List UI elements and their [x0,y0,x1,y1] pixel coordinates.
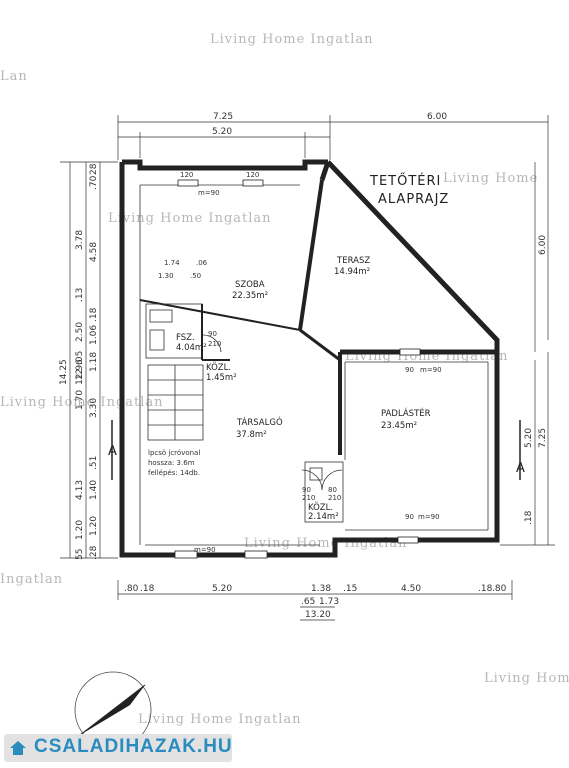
logo-text: CSALADIHAZAK.HU [34,736,233,757]
room-tarsalgo-area: 37.8m² [236,430,267,440]
room-kozl1-area: 1.45m² [206,373,237,383]
door-height-a: 210 [208,340,221,348]
room-kozl1-name: KÖZL. [206,362,231,373]
room-fsz-area: 4.04m² [176,343,207,353]
watermark-ingatlan: Ingatlan [0,572,63,587]
dim-bottom-a: .80 [124,584,139,594]
logo-house-icon [10,741,26,755]
door-height-b: 210 [302,494,315,502]
section-mark-left: A [108,444,118,459]
dim-bottom-c: 5.20 [212,584,232,594]
room-padlaster-area: 23.45m² [381,421,417,431]
top-dimensions: 7.25 6.00 5.20 [117,112,549,340]
dim-bottom-f: 4.50 [401,584,421,594]
dim-left-2: 3.78 [75,230,85,250]
dim-left-15: 1.40 [89,480,99,500]
watermark-szoba: Living Home Ingatlan [108,211,272,226]
watermark-right-bottom: Living Home [484,671,569,686]
watermark-left-partial: Lan [0,69,28,84]
room-szoba-area: 22.35m² [232,291,268,301]
room-tarsalgo-name: TÁRSALGÓ [236,416,283,428]
sill-b: 90 [405,513,414,521]
dim-left-4: .13 [75,288,85,302]
dim-bottom-j: 1.73 [319,597,339,607]
dim-left-1: .70 [89,175,99,190]
plan-title-line1: TETŐTÉRI [369,173,441,189]
room-kozl2-name: KÖZL. [308,502,333,513]
section-marks: A A [108,420,526,480]
dim-left-9: 1.18 [89,352,99,372]
dim-bottom-d: 1.38 [311,584,331,594]
window-label-padlaster-bottom: m=90 [418,513,440,521]
logo-bar [4,734,232,762]
dim-left-3: 4.58 [89,242,99,262]
dim-inner-d3: 1.30 [158,272,174,280]
dim-bottom-k: 13.20 [305,610,331,620]
dim-left-0: 28 [89,163,99,175]
room-kozl2-area: 2.14m² [308,512,339,522]
section-mark-right: A [516,461,526,476]
dim-bottom-g: .18 [478,584,493,594]
dim-bottom-b: .18 [140,584,155,594]
window-label-2: m=90 [198,189,220,197]
watermark-footer: Living Home Ingatlan [138,712,302,727]
stair-note-line1: lpcsö jcróvonal [148,449,200,457]
opening-labels: 120 m=90 120 m=90 m=90 m=90 1.74 .06 1.3… [158,171,442,554]
room-terasz-area: 14.94m² [334,267,370,277]
window-label-3: 120 [246,171,259,179]
dim-bottom-e: .15 [343,584,357,594]
plan-title-line2: ALAPRAJZ [378,192,449,207]
dim-inner-d2: .06 [196,259,208,267]
dim-left-mid: 12.96 [75,359,85,385]
dim-right-c: 7.25 [538,428,548,448]
dim-left-14: 4.13 [75,480,85,500]
room-fsz-name: FSZ. [176,333,195,343]
dim-left-5: 2.50 [75,322,85,342]
dim-left-18: .28 [89,545,99,560]
watermark-top: Living Home Ingatlan [210,32,374,47]
dim-left-6: .18 [89,307,99,322]
room-szoba-name: SZOBA [235,280,265,290]
dim-left-17: 55 [75,549,85,560]
left-dimensions: 14.25 12.96 28 .70 3.78 4.58 .13 2.50 .1… [59,161,118,560]
dim-left-7: 1.06 [89,325,99,345]
dim-left-11: 3.30 [89,398,99,418]
dim-bottom-i: .65 [301,597,315,607]
dim-right-a: 6.00 [538,235,548,255]
right-dimensions: 6.00 5.20 7.25 .18 [500,162,555,546]
sill-a: 90 [405,366,414,374]
dim-top-c: 5.20 [212,127,232,137]
window-label-1: 120 [180,171,193,179]
walls [119,159,500,559]
dim-right-b: 5.20 [524,428,534,448]
watermark-title-right: Living Home [443,171,538,186]
bottom-dimensions: .80 .18 5.20 1.38 .15 4.50 .18 .80 .65 1… [117,580,513,621]
dim-left-19: 1.20 [75,520,85,540]
dim-inner-d4: .50 [190,272,201,280]
door-width-b: 90 [302,486,311,494]
dim-top-b: 6.00 [427,112,447,122]
room-labels: SZOBA 22.35m² TERASZ 14.94m² FSZ. 4.04m²… [176,256,431,522]
dim-inner-d1: 1.74 [164,259,180,267]
door-height-c: 210 [328,494,341,502]
dim-left-8: .05 [75,351,85,365]
room-padlaster-name: PADLÁSTÉR [381,407,431,419]
window-label-bottom: m=90 [194,546,216,554]
dim-top-a: 7.25 [213,112,233,122]
stair-note-line2: hossza: 3.6m [148,459,195,467]
dim-left-16: 1.20 [89,516,99,536]
dim-bottom-h: .80 [492,584,507,594]
door-width-a: 90 [208,330,217,338]
dim-left-outer: 14.25 [59,359,69,385]
stair-note-line3: fellépés: 14db. [148,469,200,477]
dim-left-10: .12 [75,369,85,383]
dim-left-12: 1.70 [75,390,85,410]
dim-left-13: .51 [89,456,99,470]
room-terasz-name: TERASZ [336,256,370,266]
dim-right-d: .18 [524,510,534,525]
window-label-padlaster: m=90 [420,366,442,374]
door-width-c: 80 [328,486,337,494]
